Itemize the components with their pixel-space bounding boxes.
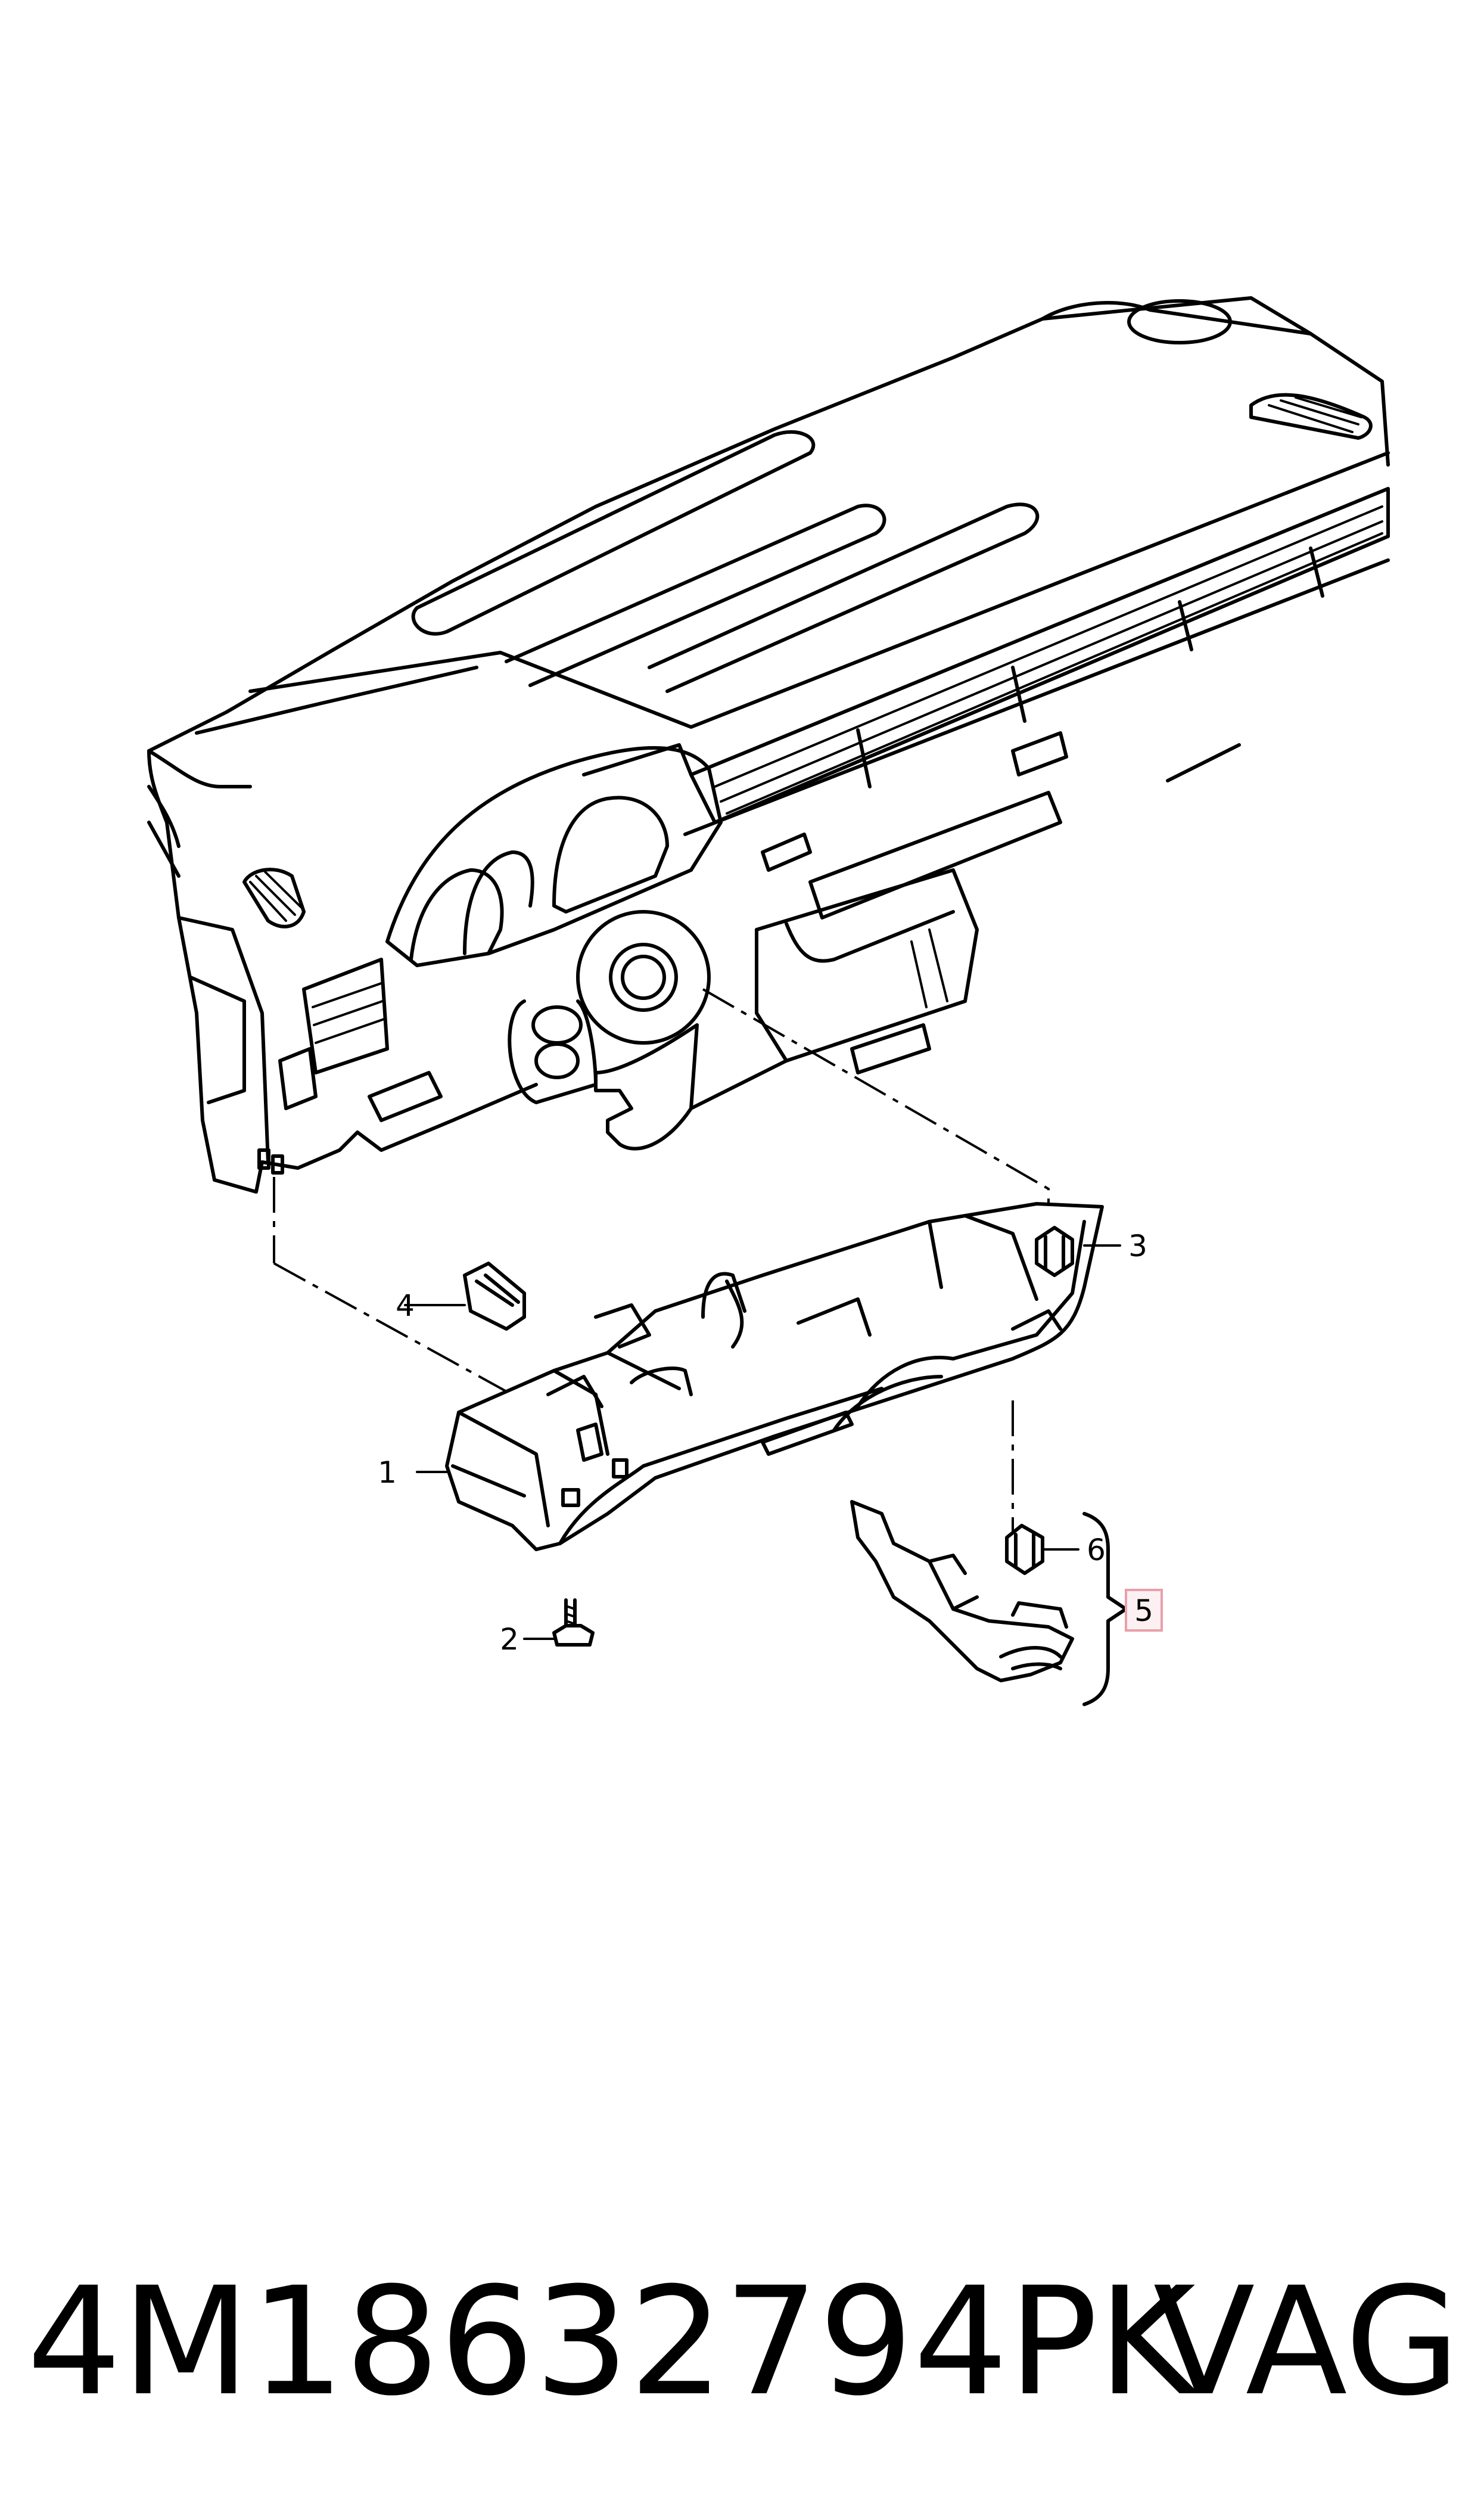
callout-1: 1 (378, 1455, 397, 1490)
part-4-clip (463, 1262, 526, 1331)
callout-5-highlight-box (1125, 1589, 1163, 1632)
part-5-cover (850, 1500, 1074, 1682)
part-6-clip (1005, 1524, 1044, 1575)
brand-label: VAG (1153, 2255, 1460, 2428)
part-3-clip (1035, 1226, 1074, 1277)
part-2-screw (552, 1598, 595, 1647)
part-1-lower-trim-panel (445, 1202, 1104, 1551)
leader-lines (404, 1244, 1121, 1640)
callout-5: 5 (1134, 1594, 1153, 1628)
part-number-label: 4M18632794PK (27, 2255, 1196, 2428)
callout-4: 4 (396, 1288, 415, 1323)
callout-2: 2 (500, 1622, 519, 1657)
callout-3: 3 (1128, 1229, 1147, 1263)
callout-6: 6 (1087, 1533, 1106, 1567)
dashboard-assembly (147, 296, 1390, 1194)
